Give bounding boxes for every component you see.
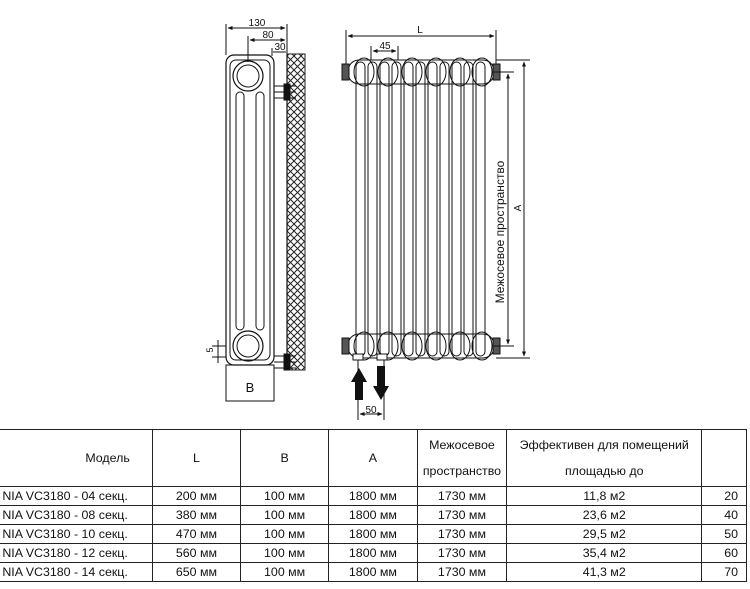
cell-l: 380 мм bbox=[151, 505, 242, 525]
header-b: B bbox=[240, 429, 330, 487]
cell-axis: 1730 мм bbox=[416, 505, 508, 525]
bottom-bracket bbox=[274, 353, 296, 371]
cell-l: 560 мм bbox=[151, 543, 242, 563]
cell-model: NIA VC3180 - 10 секц. bbox=[0, 524, 153, 544]
flow-arrows bbox=[351, 366, 389, 400]
cell-b: 100 мм bbox=[240, 505, 330, 525]
cell-a: 1800 мм bbox=[328, 562, 418, 582]
header-area: Эффективен для помещений площадью до bbox=[506, 429, 703, 487]
cell-model: NIA VC3180 - 04 секц. bbox=[0, 486, 153, 506]
cell-area: 23,6 м2 bbox=[506, 505, 703, 525]
cell-l: 650 мм bbox=[151, 562, 242, 582]
side-view bbox=[212, 24, 306, 402]
dim-inlet-spacing: 50 bbox=[365, 405, 377, 416]
table-row: NIA VC3180 - 08 секц. 380 мм 100 мм 1800… bbox=[0, 505, 747, 525]
header-bulges bbox=[353, 57, 493, 361]
header-a: A bbox=[328, 429, 418, 487]
cell-extra: 20 bbox=[701, 486, 747, 506]
top-bracket bbox=[274, 83, 296, 101]
label-b: B bbox=[246, 380, 255, 395]
header-axis: Межосевое пространство bbox=[416, 429, 508, 487]
cell-area: 41,3 м2 bbox=[506, 562, 703, 582]
cell-b: 100 мм bbox=[240, 543, 330, 563]
header-model: Модель bbox=[0, 429, 153, 487]
cell-l: 200 мм bbox=[151, 486, 242, 506]
header-l: L bbox=[151, 429, 242, 487]
header-area-line1: Эффективен для помещений bbox=[519, 438, 689, 452]
cell-b: 100 мм bbox=[240, 486, 330, 506]
bottom-collector bbox=[232, 330, 264, 362]
dim-section: 45 bbox=[379, 41, 391, 52]
cell-area: 29,5 м2 bbox=[506, 524, 703, 544]
b-dimension-box bbox=[225, 364, 275, 402]
cell-a: 1800 мм bbox=[328, 543, 418, 563]
cell-model: NIA VC3180 - 12 секц. bbox=[0, 543, 153, 563]
cell-extra: 60 bbox=[701, 543, 747, 563]
cell-extra: 70 bbox=[701, 562, 747, 582]
inlet-arrow-icon bbox=[351, 368, 367, 400]
cell-area: 35,4 м2 bbox=[506, 543, 703, 563]
cell-b: 100 мм bbox=[240, 524, 330, 544]
header-area-line2: площадью до bbox=[564, 464, 644, 478]
dim-height: A bbox=[513, 204, 524, 211]
cell-model: NIA VC3180 - 08 секц. bbox=[0, 505, 153, 525]
cell-area: 11,8 м2 bbox=[506, 486, 703, 506]
dim-floor-gap: 5 bbox=[205, 347, 215, 352]
dim-length: L bbox=[417, 25, 423, 36]
table-row: NIA VC3180 - 14 секц. 650 мм 100 мм 1800… bbox=[0, 562, 747, 582]
dim-axis-label: Межосевое пространство bbox=[493, 160, 507, 303]
cell-axis: 1730 мм bbox=[416, 562, 508, 582]
cell-extra: 40 bbox=[701, 505, 747, 525]
header-extra bbox=[701, 429, 747, 487]
cell-l: 470 мм bbox=[151, 524, 242, 544]
dim-pipe-offset: 80 bbox=[262, 30, 274, 41]
dim-wall-gap: 30 bbox=[274, 42, 286, 53]
front-view bbox=[341, 30, 530, 420]
cell-axis: 1730 мм bbox=[416, 524, 508, 544]
column-tubes bbox=[355, 61, 486, 357]
radiator-side-body bbox=[225, 54, 275, 366]
outlet-arrow-icon bbox=[373, 366, 389, 400]
cell-a: 1800 мм bbox=[328, 486, 418, 506]
cell-a: 1800 мм bbox=[328, 505, 418, 525]
table-row: NIA VC3180 - 12 секц. 560 мм 100 мм 1800… bbox=[0, 543, 747, 563]
spec-table: Модель L B A Межосевое пространство Эффе… bbox=[0, 429, 747, 582]
wall-hatch bbox=[286, 53, 306, 371]
cell-axis: 1730 мм bbox=[416, 543, 508, 563]
table-row: NIA VC3180 - 04 секц. 200 мм 100 мм 1800… bbox=[0, 486, 747, 506]
table-row: NIA VC3180 - 10 секц. 470 мм 100 мм 1800… bbox=[0, 524, 747, 544]
cell-extra: 50 bbox=[701, 524, 747, 544]
header-axis-line2: пространство bbox=[422, 464, 502, 478]
cell-a: 1800 мм bbox=[328, 524, 418, 544]
cell-b: 100 мм bbox=[240, 562, 330, 582]
cell-axis: 1730 мм bbox=[416, 486, 508, 506]
table-header-row: Модель L B A Межосевое пространство Эффе… bbox=[0, 429, 747, 487]
radiator-technical-drawing: 130 80 30 5 B bbox=[205, 18, 530, 420]
cell-model: NIA VC3180 - 14 секц. bbox=[0, 562, 153, 582]
dim-total-depth: 130 bbox=[249, 18, 266, 29]
header-axis-line1: Межосевое bbox=[429, 438, 495, 452]
